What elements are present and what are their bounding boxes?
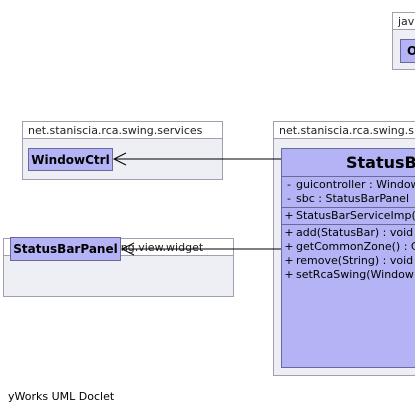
package-java-label: jav bbox=[398, 15, 415, 28]
class-title-text: StatusBa bbox=[346, 153, 415, 172]
method-row: + setRcaSwing(Window bbox=[282, 268, 415, 282]
field-text: sbc : StatusBarPanel bbox=[296, 192, 409, 205]
class-windowctrl-label: WindowCtrl bbox=[31, 152, 110, 167]
class-object-label: O bbox=[407, 44, 415, 58]
method-row: + add(StatusBar) : void bbox=[282, 226, 415, 240]
arrow-to-statusbarpanel bbox=[120, 242, 281, 256]
method-text: remove(String) : void bbox=[296, 254, 414, 267]
class-statusbarpanel-label: StatusBarPanel bbox=[13, 242, 118, 256]
visibility-marker: + bbox=[284, 268, 294, 281]
class-object[interactable]: O bbox=[400, 39, 415, 63]
class-windowctrl[interactable]: WindowCtrl bbox=[28, 148, 113, 171]
field-row: - sbc : StatusBarPanel bbox=[282, 192, 415, 206]
package-main-tab: net.staniscia.rca.swing.s bbox=[273, 121, 415, 139]
visibility-marker: + bbox=[284, 240, 294, 253]
constructor-row: + StatusBarServiceImp( bbox=[282, 209, 415, 223]
visibility-marker: + bbox=[284, 226, 294, 239]
class-statusbarserviceimpl[interactable]: StatusBa - guicontroller : Window - sbc … bbox=[281, 148, 415, 368]
field-text: guicontroller : Window bbox=[296, 178, 415, 191]
constructors-section: + StatusBarServiceImp( bbox=[282, 208, 415, 225]
visibility-marker: + bbox=[284, 254, 294, 267]
package-main-label: net.staniscia.rca.swing.s bbox=[279, 124, 414, 137]
fields-section: - guicontroller : Window - sbc : StatusB… bbox=[282, 177, 415, 208]
methods-section: + add(StatusBar) : void + getCommonZone(… bbox=[282, 225, 415, 283]
package-widget bbox=[3, 255, 234, 297]
arrow-to-windowctrl bbox=[112, 152, 281, 166]
field-row: - guicontroller : Window bbox=[282, 178, 415, 192]
method-row: + remove(String) : void bbox=[282, 254, 415, 268]
package-services-label: net.staniscia.rca.swing.services bbox=[28, 124, 203, 137]
visibility-marker: - bbox=[287, 192, 291, 205]
constructor-text: StatusBarServiceImp( bbox=[296, 209, 415, 222]
package-services-tab: net.staniscia.rca.swing.services bbox=[22, 121, 223, 139]
class-statusbarpanel[interactable]: StatusBarPanel bbox=[10, 237, 121, 261]
visibility-marker: + bbox=[284, 209, 294, 222]
method-text: setRcaSwing(Window bbox=[296, 268, 414, 281]
method-row: + getCommonZone() : C bbox=[282, 240, 415, 254]
class-statusbarserviceimpl-title: StatusBa bbox=[282, 149, 415, 177]
visibility-marker: - bbox=[287, 178, 291, 191]
footer-generator-label: yWorks UML Doclet bbox=[8, 390, 115, 403]
method-text: getCommonZone() : C bbox=[296, 240, 415, 253]
package-java-tab: jav bbox=[392, 12, 415, 30]
method-text: add(StatusBar) : void bbox=[296, 226, 414, 239]
